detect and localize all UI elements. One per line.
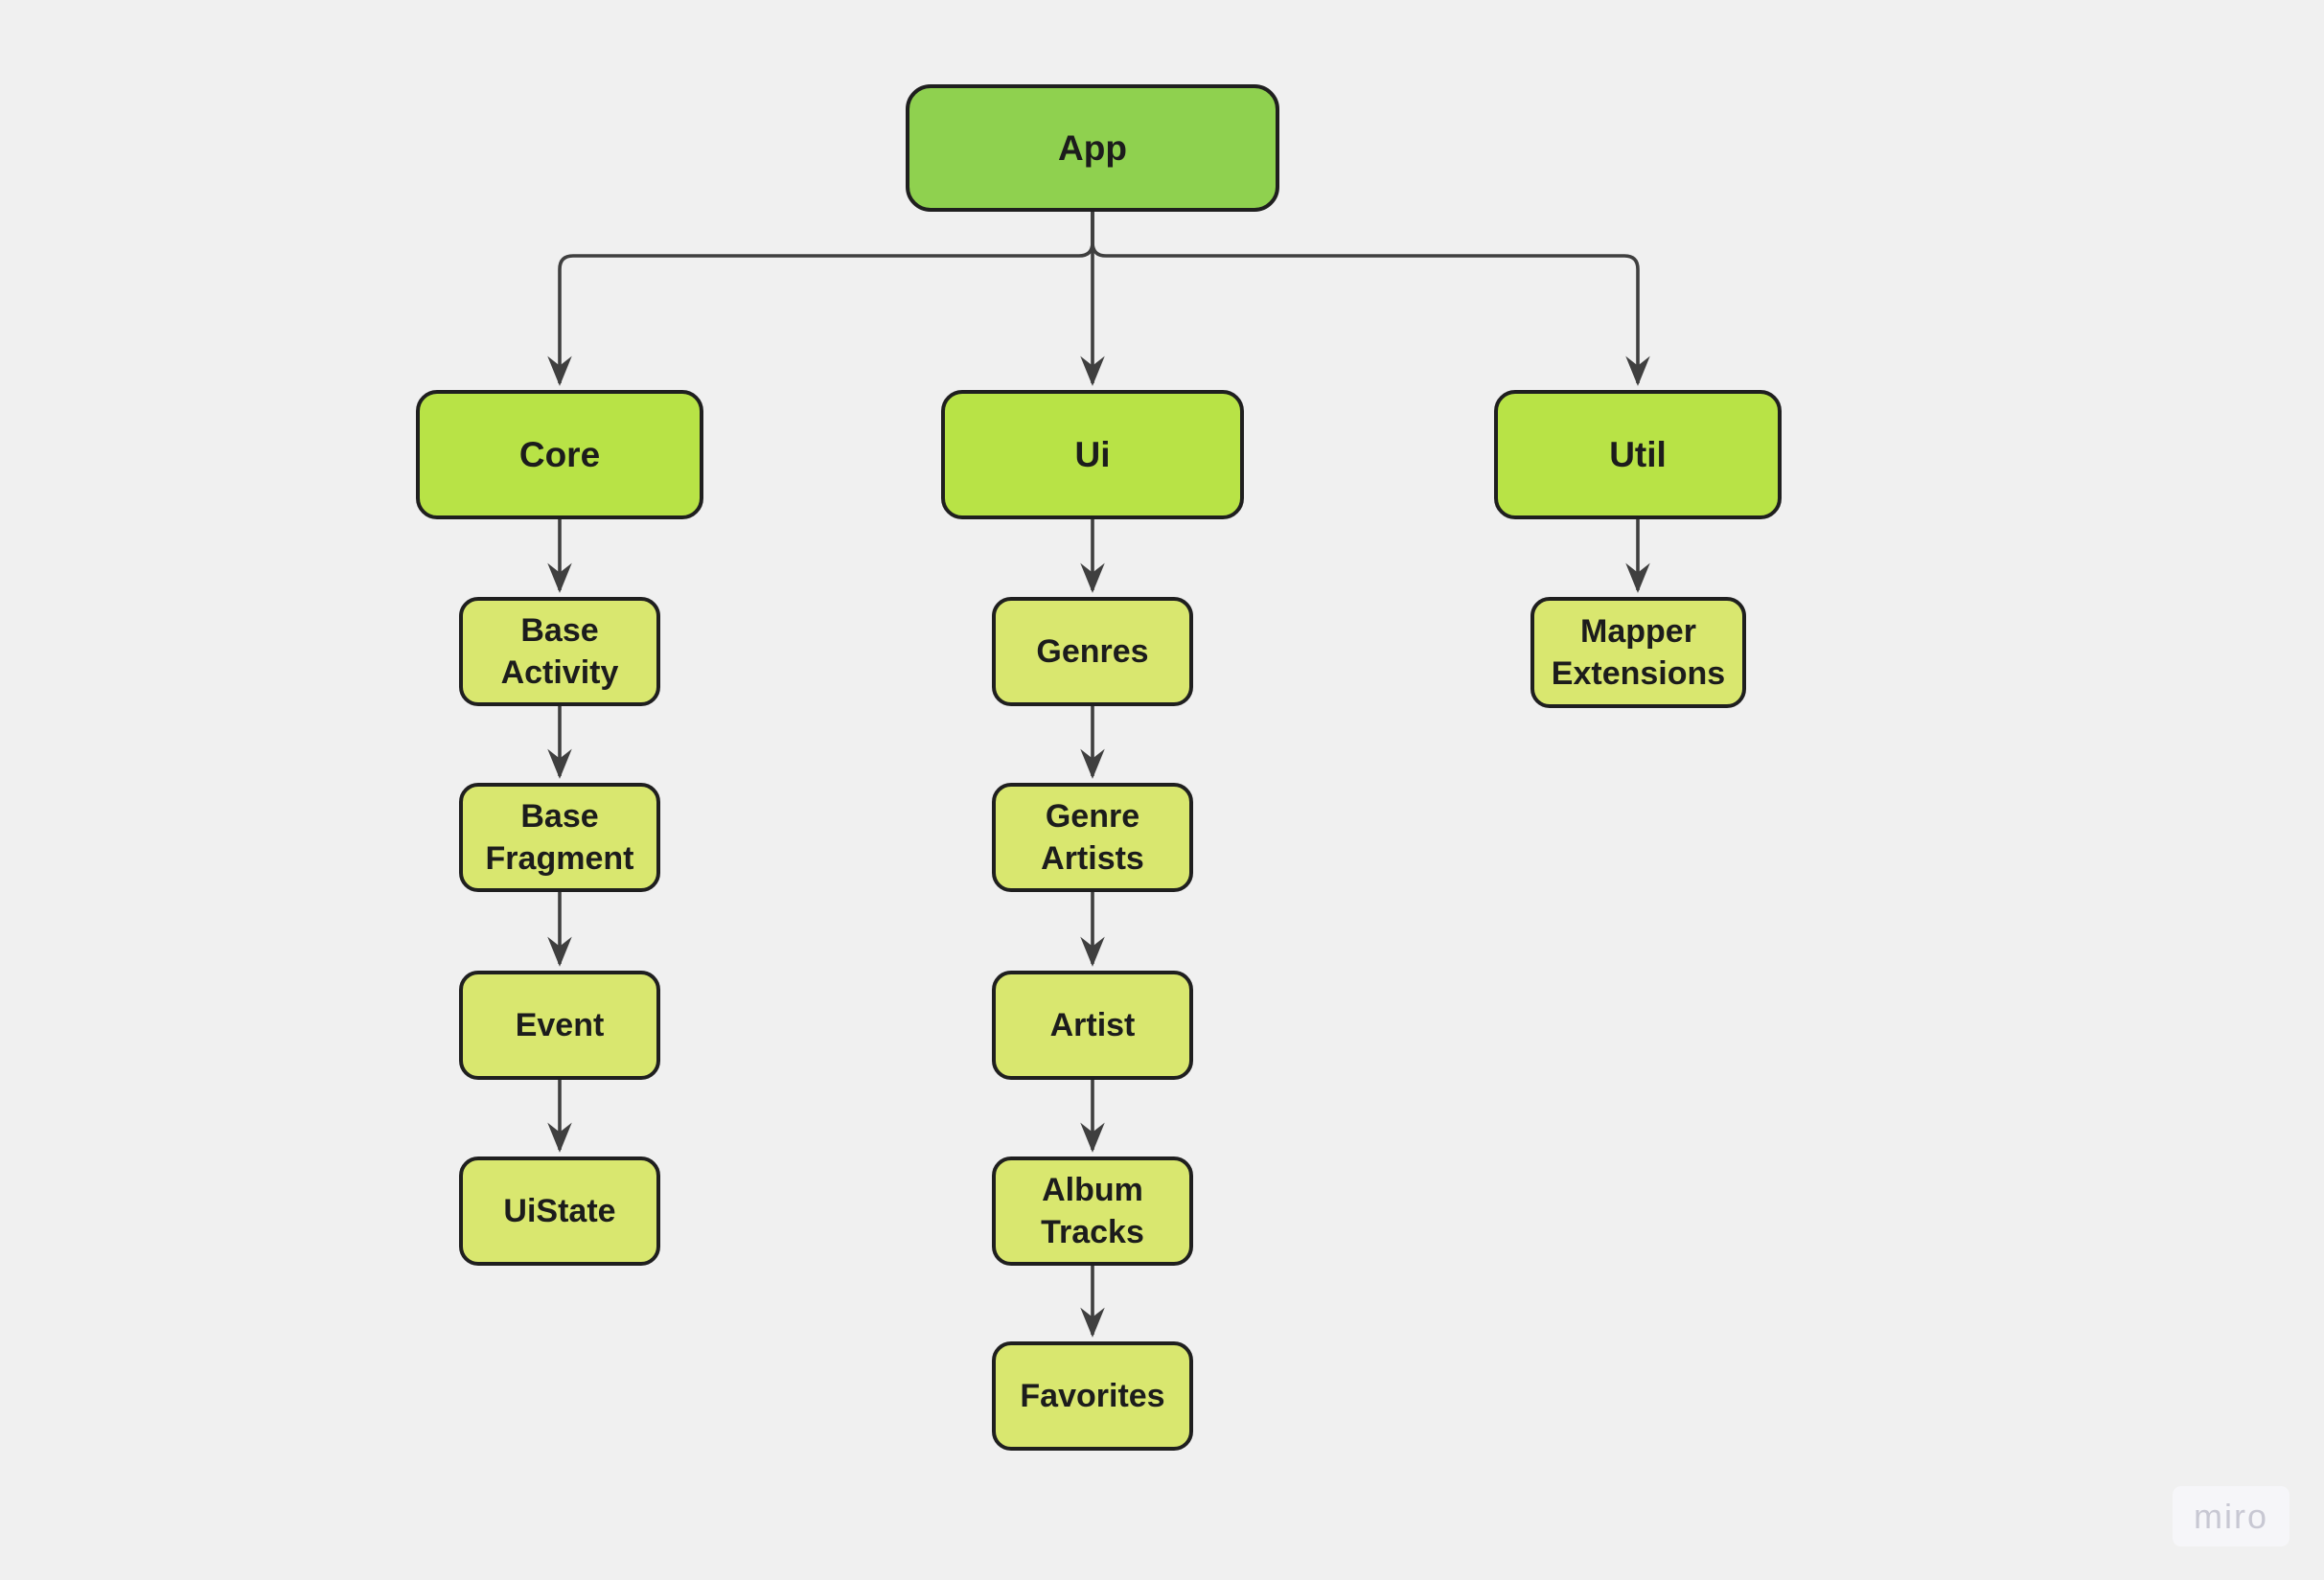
node-event-label: Event	[515, 1007, 605, 1043]
miro-watermark: miro	[2173, 1486, 2289, 1546]
node-mapper-extensions-label-line1: Mapper	[1580, 613, 1696, 650]
node-album-tracks-label-line2: Tracks	[1041, 1214, 1144, 1250]
node-app[interactable]: App	[906, 84, 1279, 212]
node-mapper-extensions[interactable]: Mapper Extensions	[1530, 597, 1746, 708]
node-favorites[interactable]: Favorites	[992, 1341, 1193, 1451]
node-base-fragment-label-line2: Fragment	[485, 840, 634, 877]
node-core-label: Core	[518, 434, 601, 474]
node-ui-label: Ui	[1074, 434, 1111, 474]
node-app-label: App	[1058, 127, 1127, 168]
node-artist[interactable]: Artist	[992, 971, 1193, 1080]
node-event[interactable]: Event	[459, 971, 660, 1080]
node-genres[interactable]: Genres	[992, 597, 1193, 706]
connector-app-core[interactable]	[547, 212, 1094, 386]
node-album-tracks[interactable]: Album Tracks	[992, 1156, 1193, 1266]
node-genres-label: Genres	[1036, 633, 1149, 670]
node-base-activity-label-line2: Activity	[500, 654, 619, 691]
node-artist-label: Artist	[1049, 1007, 1136, 1043]
node-genre-artists-label-line1: Genre	[1045, 798, 1140, 835]
node-uistate[interactable]: UiState	[459, 1156, 660, 1266]
node-base-activity-label-line1: Base	[520, 612, 599, 649]
node-core[interactable]: Core	[416, 390, 703, 519]
node-uistate-label: UiState	[503, 1193, 616, 1229]
miro-watermark-label: miro	[2194, 1496, 2268, 1536]
node-album-tracks-label-line1: Album	[1042, 1172, 1143, 1208]
node-util-label: Util	[1609, 434, 1667, 474]
node-genre-artists-label-line2: Artists	[1041, 840, 1144, 877]
connector-app-util[interactable]	[1091, 212, 1650, 386]
node-ui[interactable]: Ui	[941, 390, 1244, 519]
node-mapper-extensions-label-line2: Extensions	[1551, 655, 1726, 692]
node-base-activity[interactable]: Base Activity	[459, 597, 660, 706]
node-base-fragment[interactable]: Base Fragment	[459, 783, 660, 892]
node-genre-artists[interactable]: Genre Artists	[992, 783, 1193, 892]
node-base-fragment-label-line1: Base	[520, 798, 599, 835]
node-util[interactable]: Util	[1494, 390, 1782, 519]
node-favorites-label: Favorites	[1020, 1378, 1165, 1414]
